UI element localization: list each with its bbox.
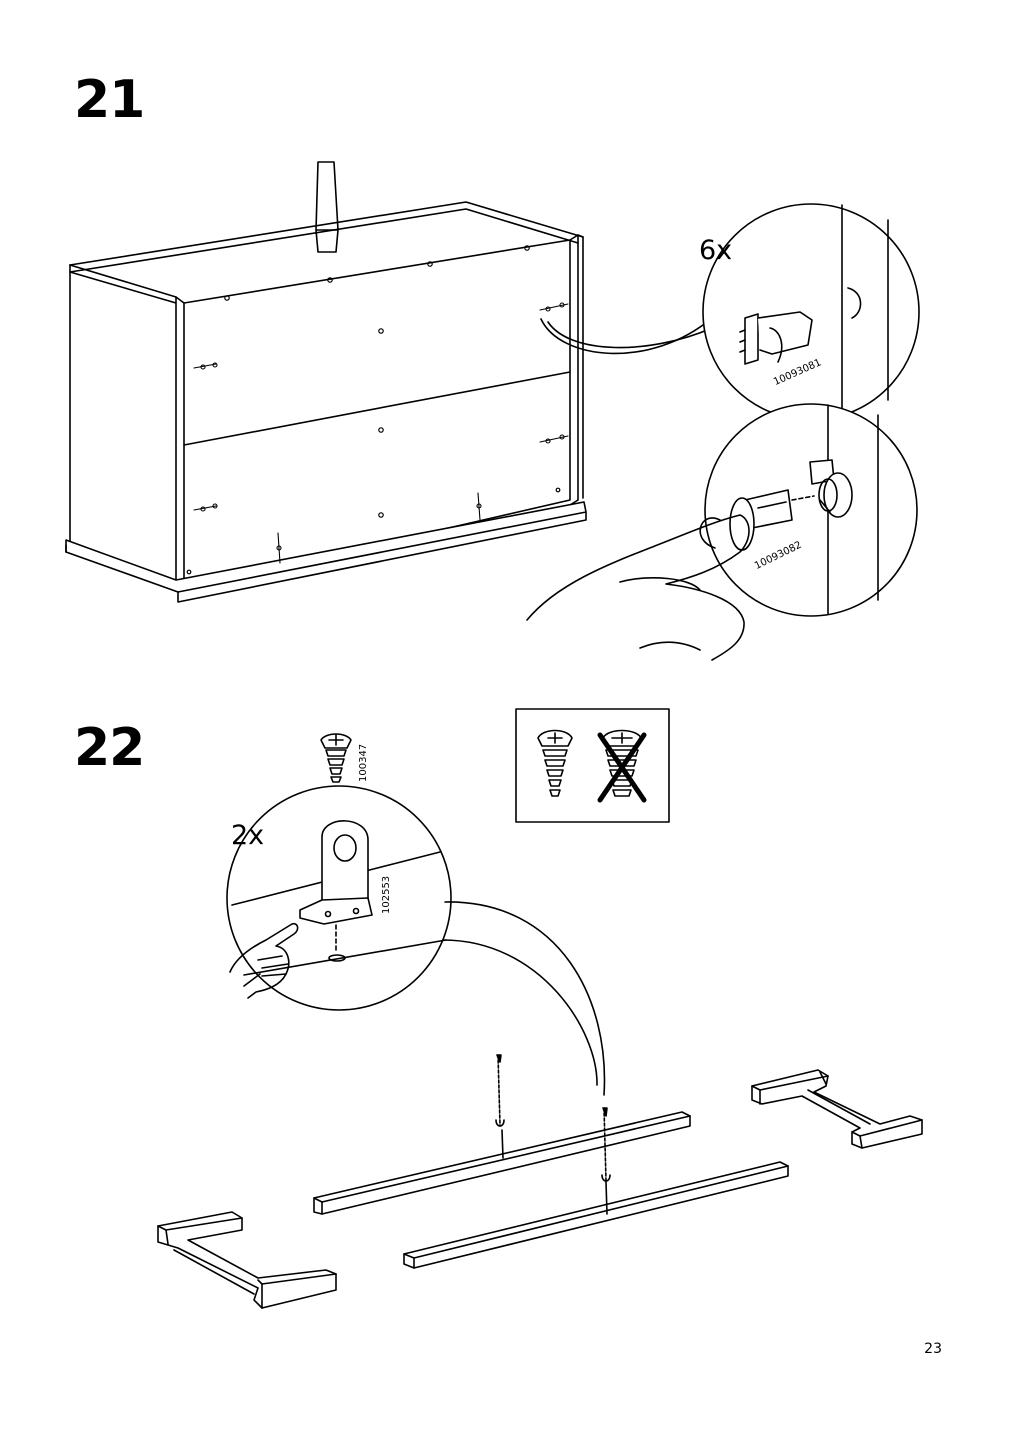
hand-pressing	[527, 404, 917, 660]
step-22-quantity: 2x	[231, 820, 265, 851]
page-number: 23	[924, 1341, 942, 1357]
step-22-number: 22	[74, 718, 145, 778]
bracket-detail	[227, 786, 604, 1095]
part-code-102553: 102553	[381, 875, 392, 914]
wall-hook-detail	[703, 204, 919, 420]
wrong-screw-icon	[600, 731, 644, 801]
step-21-quantity: 6x	[699, 235, 733, 266]
correct-screw-icon	[538, 731, 572, 797]
screw-type-box	[516, 709, 669, 822]
dresser-drawing	[66, 162, 712, 602]
part-code-100347: 100347	[358, 743, 369, 782]
leg-frame-assembly	[158, 1055, 922, 1308]
step-21-number: 21	[74, 70, 145, 130]
